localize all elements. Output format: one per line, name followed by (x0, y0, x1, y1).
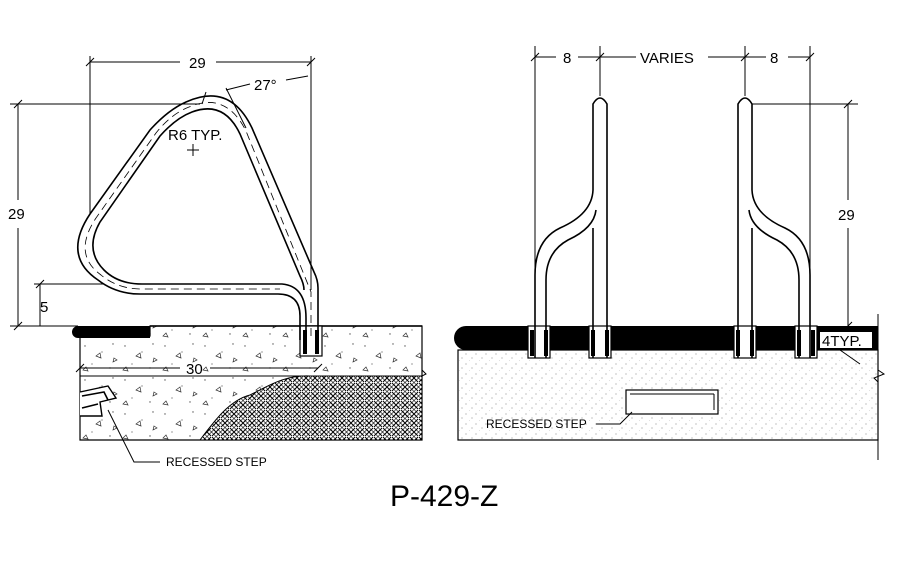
right-elevation-view: 4TYP. (454, 46, 886, 460)
left-handrail-centerline (84, 102, 312, 336)
dim-height-left: 29 (8, 206, 25, 223)
left-section-view: R6 TYP. 29 27° 29 5 30 (8, 55, 427, 469)
dim-width: 29 (189, 55, 206, 72)
left-coping (72, 326, 150, 338)
dim-right-offset: 8 (770, 50, 778, 67)
left-callout: RECESSED STEP (166, 455, 267, 469)
dim-spacing: VARIES (640, 50, 694, 67)
right-coping (454, 326, 878, 350)
right-rail-left (534, 97, 608, 358)
dim-depth: 30 (186, 361, 203, 378)
dim-angle: 27° (254, 77, 277, 94)
right-rail-right (737, 97, 811, 358)
dim-offset: 5 (40, 299, 48, 316)
right-callout: RECESSED STEP (486, 417, 587, 431)
left-handrail-inner (92, 108, 307, 340)
dim-typ: 4TYP. (822, 333, 862, 350)
drawing-title: P-429-Z (390, 480, 498, 513)
radius-note: R6 TYP. (168, 127, 222, 144)
dim-height-right: 29 (838, 207, 855, 224)
dim-left-offset: 8 (563, 50, 571, 67)
left-handrail-outer (77, 95, 319, 340)
